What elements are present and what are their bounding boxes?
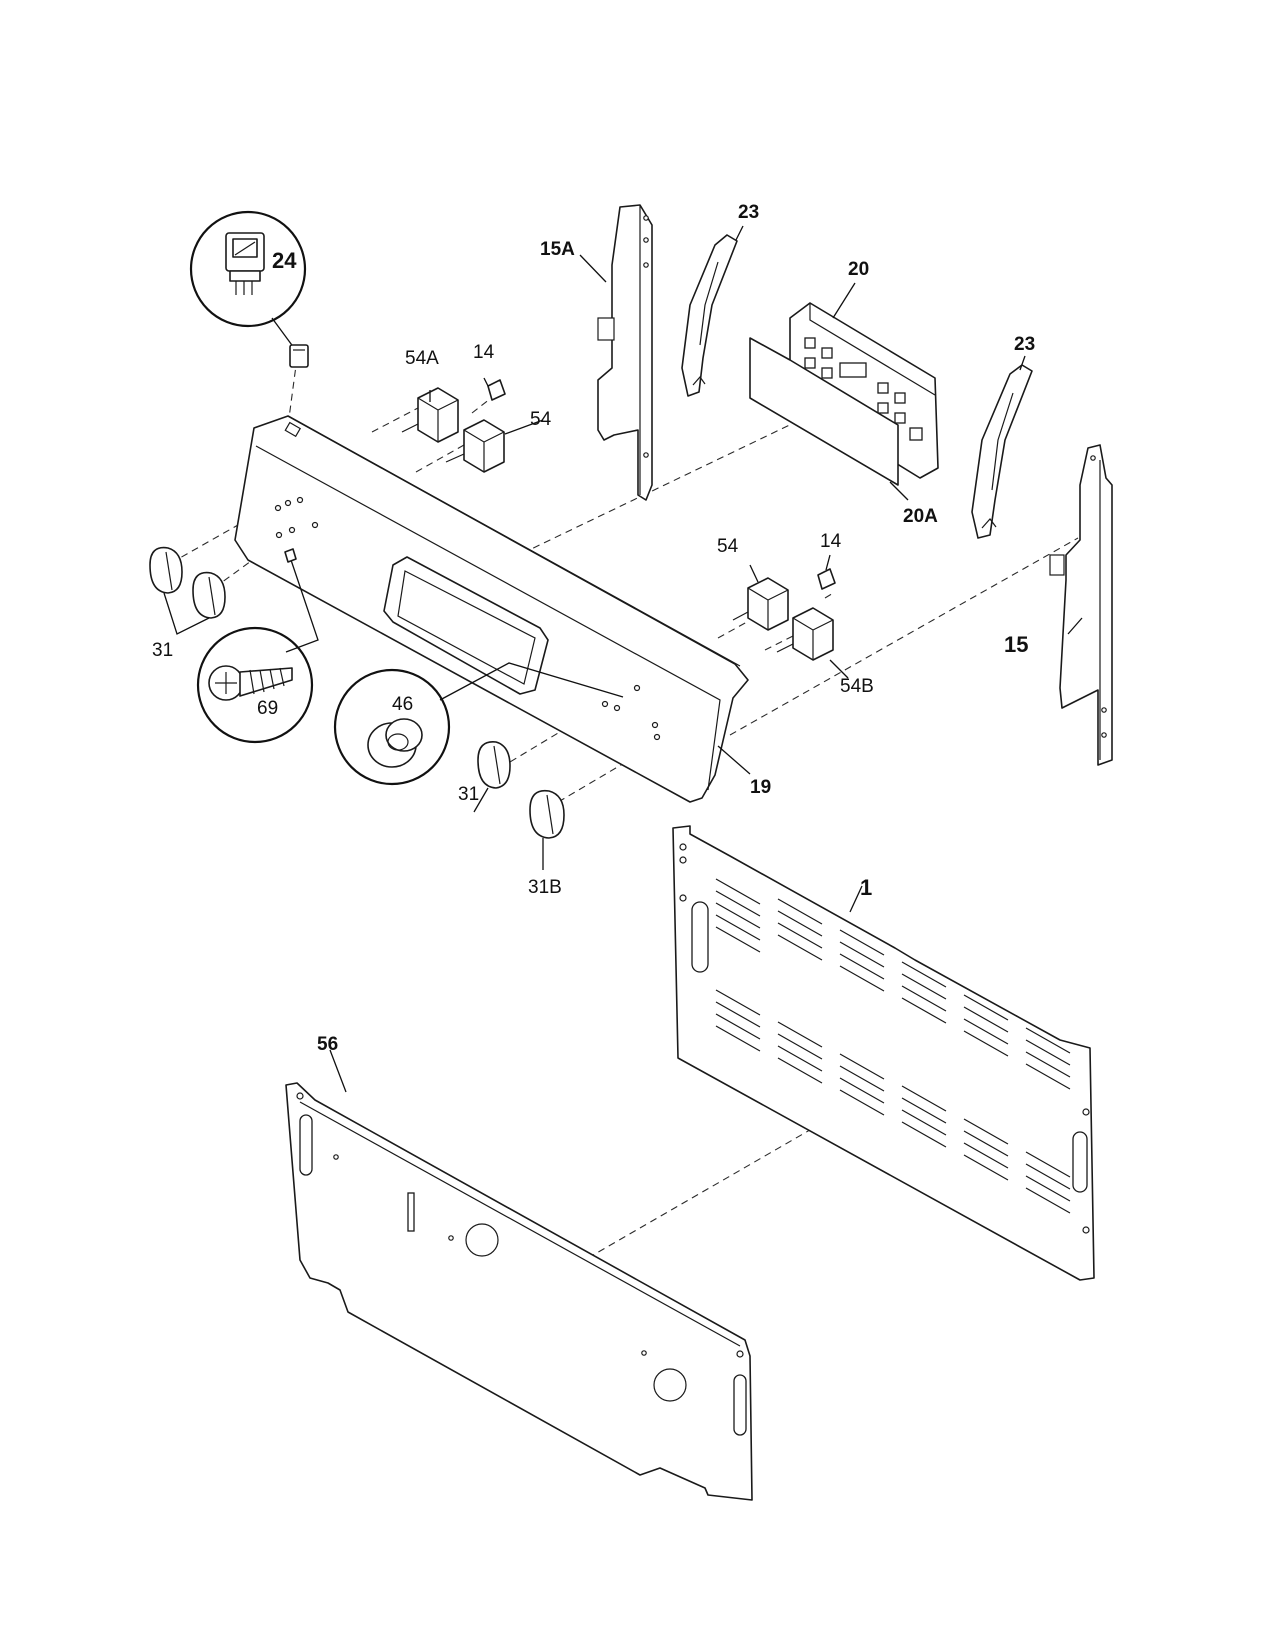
right-switches — [732, 568, 849, 679]
label-23-upper: 23 — [738, 202, 759, 223]
part-20A-overlay — [749, 337, 899, 486]
label-54B: 54B — [840, 676, 874, 697]
part-labels: 24 15A 23 20 23 54A 14 54 20A 54 14 15 5… — [152, 202, 1035, 1055]
label-15A: 15A — [540, 239, 575, 260]
label-24: 24 — [272, 248, 297, 273]
switch-callout — [189, 210, 309, 368]
screw-callout — [196, 548, 319, 744]
button-callout — [333, 662, 624, 786]
part-1-vented-panel — [672, 825, 1095, 1281]
lower-knobs — [473, 741, 565, 870]
label-31B: 31B — [528, 877, 562, 898]
part-23-upper-clip — [681, 234, 738, 397]
part-56-lower-plate — [285, 1049, 753, 1501]
part-23-lower-clip — [971, 364, 1033, 539]
label-20A: 20A — [903, 506, 938, 527]
part-20-control-board — [789, 302, 939, 479]
label-31-lower: 31 — [458, 784, 479, 805]
label-15: 15 — [1004, 632, 1028, 657]
label-14-lower: 14 — [820, 531, 842, 552]
part-19-backguard-panel — [234, 415, 749, 803]
label-54-lower: 54 — [717, 536, 739, 557]
label-31-left: 31 — [152, 640, 173, 661]
label-54-upper: 54 — [530, 409, 552, 430]
top-switches — [401, 379, 506, 473]
left-knobs — [149, 546, 226, 635]
label-69: 69 — [257, 698, 278, 719]
label-20: 20 — [848, 259, 869, 280]
part-15-side-bracket — [1049, 444, 1113, 766]
vent-slots — [715, 878, 1071, 1214]
label-23-lower: 23 — [1014, 334, 1035, 355]
label-19: 19 — [750, 777, 771, 798]
label-56: 56 — [317, 1034, 338, 1055]
label-1: 1 — [860, 875, 872, 900]
part-15A-side-bracket — [597, 204, 653, 501]
label-46: 46 — [392, 694, 413, 715]
label-leaders — [429, 225, 1083, 775]
label-14-upper: 14 — [473, 342, 495, 363]
label-54A: 54A — [405, 348, 439, 369]
